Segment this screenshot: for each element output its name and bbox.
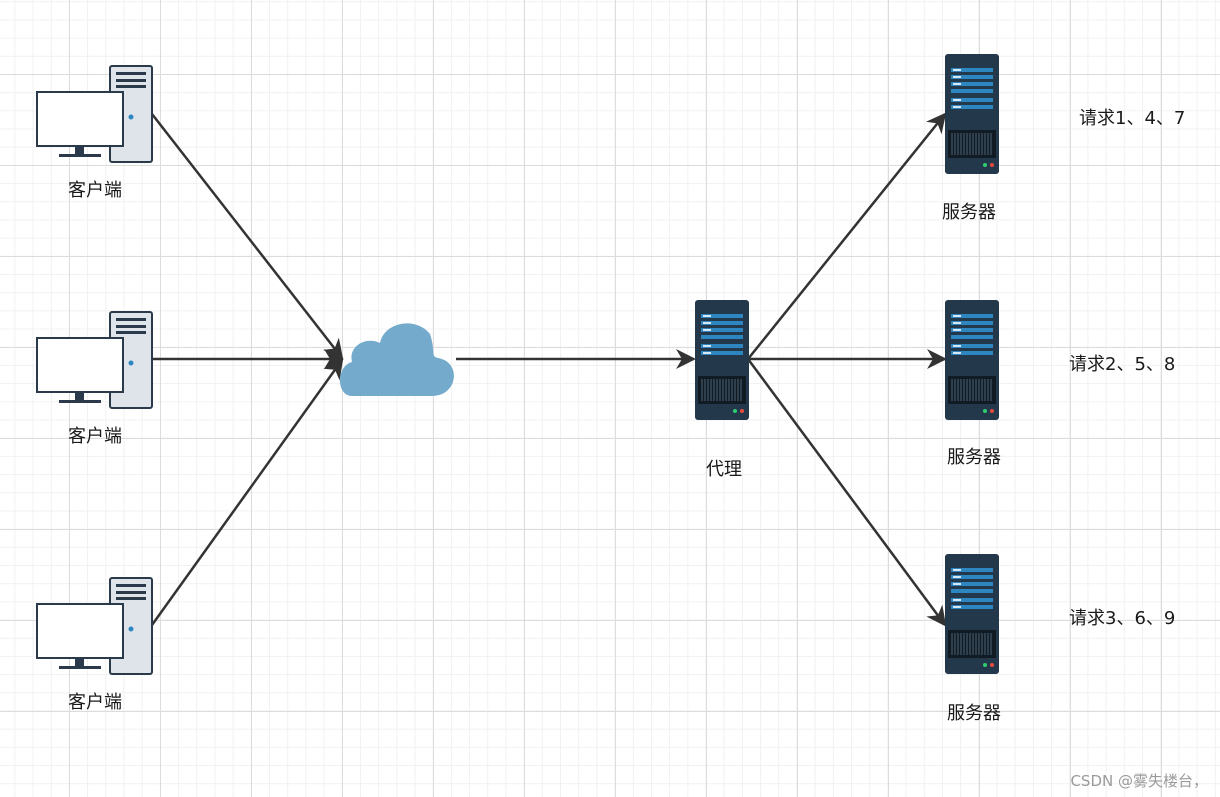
edge-proxy-to-server3	[746, 358, 947, 627]
server-requests-label: 请求1、4、7	[1079, 108, 1186, 129]
cloud-icon	[340, 323, 454, 396]
proxy-label: 代理	[706, 459, 742, 480]
edge-proxy-to-server1	[747, 112, 947, 360]
server-rack-icon	[944, 53, 1000, 175]
client-label: 客户端	[68, 180, 122, 201]
edge-client1-to-cloud	[151, 113, 344, 360]
client-computer-icon	[36, 577, 153, 675]
client-label: 客户端	[68, 426, 122, 447]
server-label: 服务器	[942, 202, 996, 223]
edge-client3-to-cloud	[150, 358, 344, 626]
server-label: 服务器	[947, 703, 1001, 724]
server-requests-label: 请求3、6、9	[1069, 608, 1176, 629]
client-computer-icon	[36, 311, 153, 409]
server-rack-icon	[944, 553, 1000, 675]
server-label: 服务器	[947, 447, 1001, 468]
client-label: 客户端	[68, 692, 122, 713]
proxy-server-icon	[694, 299, 750, 421]
server-rack-icon	[944, 299, 1000, 421]
watermark: CSDN @雾失楼台，	[1070, 772, 1208, 790]
server-requests-label: 请求2、5、8	[1069, 354, 1176, 375]
client-computer-icon	[36, 65, 153, 163]
